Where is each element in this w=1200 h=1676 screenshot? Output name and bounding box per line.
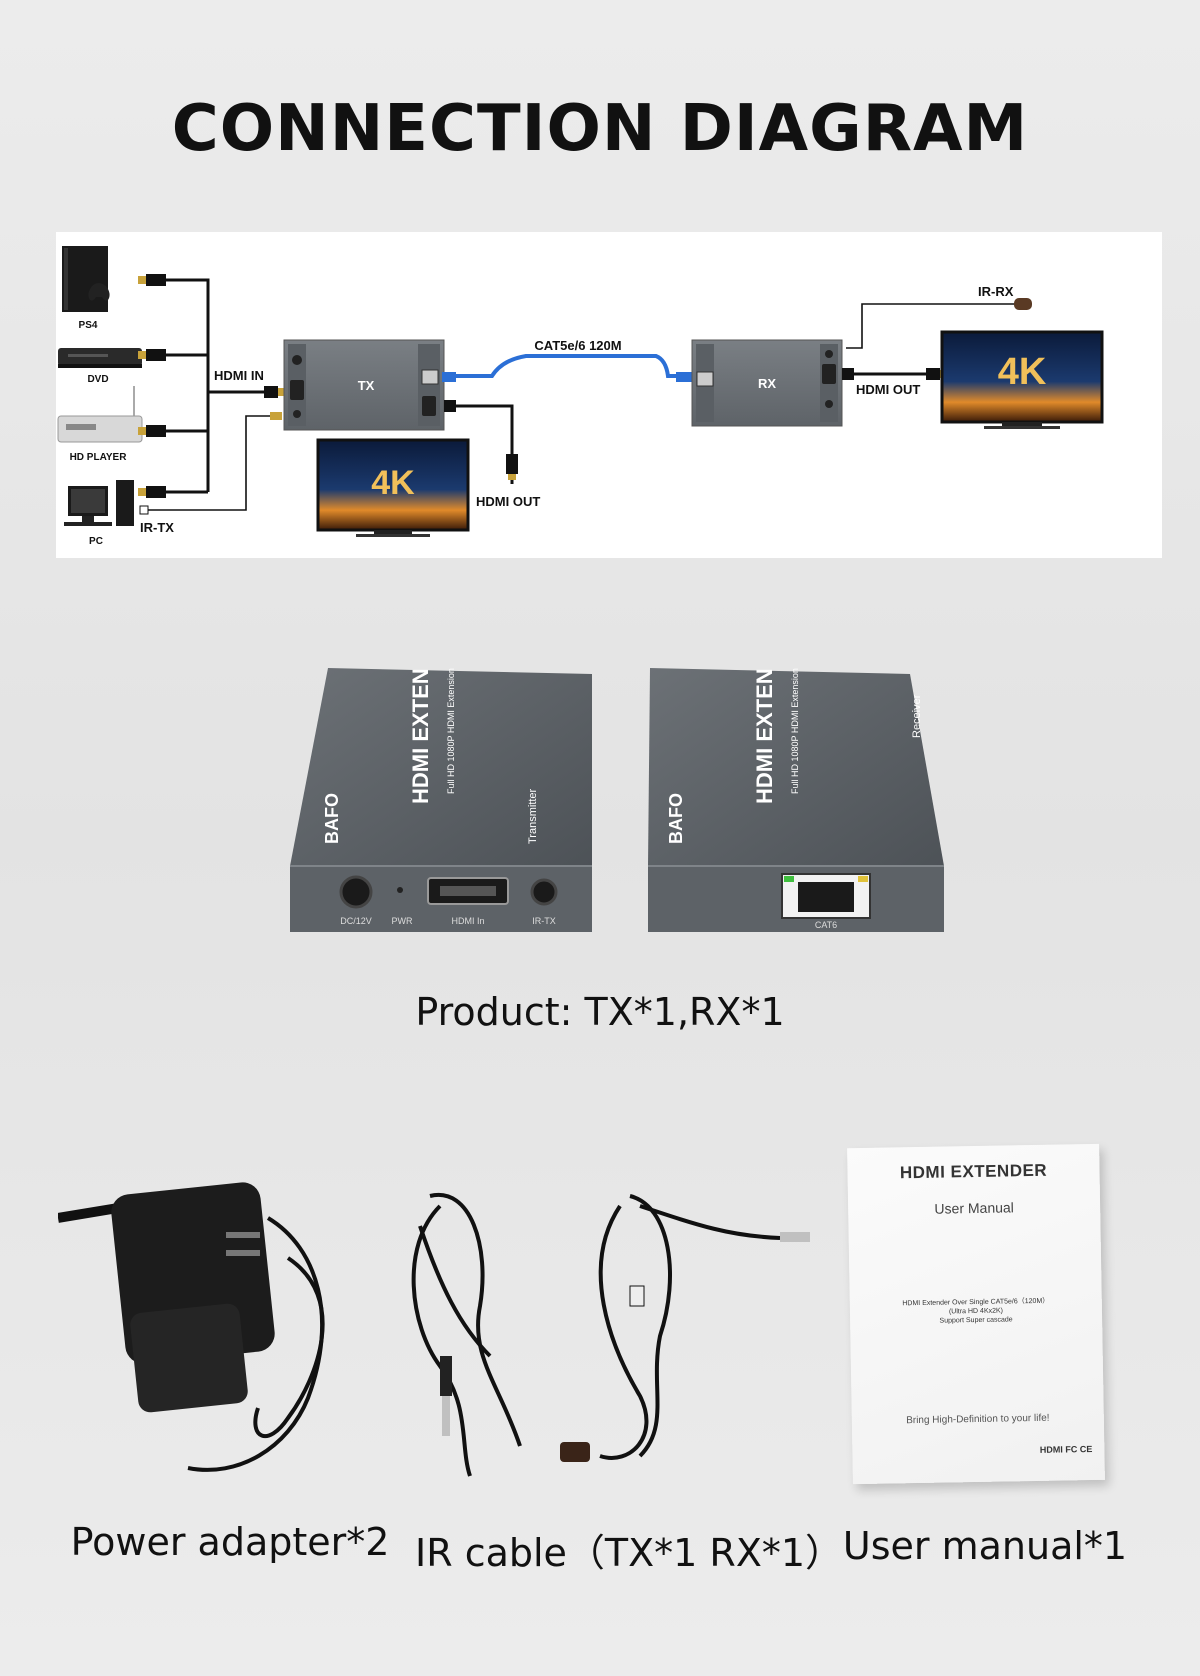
tx-port-label: PWR (392, 916, 413, 926)
ir-cables-image (400, 1186, 840, 1486)
manual-subtitle: User Manual (934, 1199, 1014, 1217)
user-manual-caption: User manual*1 (842, 1524, 1128, 1568)
source-hd-player: HD PLAYER (57, 386, 143, 463)
tx-role: Transmitter (527, 788, 539, 844)
rx-port-label: CAT6 (815, 920, 837, 930)
cable-label: CAT5e/6 120M (534, 338, 621, 353)
tv-badge: 4K (998, 351, 1047, 393)
dc-port-icon (339, 875, 373, 909)
manual-slogan: Bring High-Definition to your life! (906, 1412, 1050, 1427)
tx-model: HDMI EXTENDER 120M (408, 668, 433, 804)
cat-cable (452, 354, 692, 378)
rx-subtitle: Full HD 1080P HDMI Extension Over CAT6 (790, 668, 800, 794)
connection-diagram: PS4 DVD HD PLAYER PC (56, 232, 1162, 558)
power-adapter-caption: Power adapter*2 (70, 1520, 390, 1564)
ir-cable-caption: IR cable（TX*1 RX*1） (415, 1531, 844, 1575)
ir-receiver-head-icon (560, 1442, 590, 1462)
cat-plug-tx (442, 372, 456, 382)
ir-tx-label: IR-TX (140, 520, 174, 535)
rx-role: Receiver (911, 694, 923, 738)
manual-title: HDMI EXTENDER (899, 1160, 1048, 1183)
tx-brand: BAFO (322, 793, 342, 844)
ir-cable-tx (411, 1192, 522, 1477)
ir-receiver-icon (1014, 298, 1032, 310)
rx-unit: RX (691, 339, 843, 427)
ir-cable-rx (598, 1194, 781, 1460)
product-units: BAFO HDMI EXTENDER 120M Full HD 1080P HD… (290, 668, 950, 932)
rx-label: RX (758, 376, 776, 391)
tv-tx: 4K (316, 438, 470, 537)
ir-tx-wire (146, 415, 270, 511)
source-dvd: DVD (58, 348, 142, 385)
source-label: PC (89, 536, 103, 547)
tv-rx: 4K (940, 330, 1104, 429)
cat-plug-rx (676, 372, 692, 382)
hdmi-in-label: HDMI IN (214, 368, 264, 383)
tv-badge: 4K (371, 464, 415, 502)
manual-logos: HDMI FC CE (1039, 1443, 1093, 1455)
ps4-console-shape (62, 246, 108, 312)
page-title: CONNECTION DIAGRAM (171, 92, 1029, 166)
hdmi-out-rx-label: HDMI OUT (856, 382, 920, 397)
source-hdmi-plugs (138, 274, 166, 498)
source-pc: PC (64, 480, 134, 547)
source-label: PS4 (79, 320, 98, 331)
rx-model: HDMI EXTENDER 120M (752, 668, 777, 804)
pwr-led-icon (397, 887, 403, 893)
source-label: HD PLAYER (70, 452, 128, 463)
rx-brand: BAFO (666, 793, 686, 844)
tx-unit: TX (283, 339, 445, 431)
ir-port-icon (530, 878, 558, 906)
tx-port-label: HDMI In (451, 916, 484, 926)
rx-product: BAFO HDMI EXTENDER 120M Full HD 1080P HD… (648, 668, 944, 932)
ir-rx-label: IR-RX (978, 284, 1014, 299)
tx-subtitle: Full HD 1080P HDMI Extension Over CAT6 (446, 668, 456, 794)
tx-port-label: IR-TX (532, 916, 556, 926)
ir-rx-wire (846, 303, 1014, 349)
hdmi-out-tx-label: HDMI OUT (476, 494, 540, 509)
user-manual-image: HDMI EXTENDER User Manual HDMI Extender … (847, 1143, 1105, 1485)
source-ps4: PS4 (62, 246, 110, 331)
tx-label: TX (358, 378, 375, 393)
source-bus-wires (166, 278, 264, 494)
manual-description: HDMI Extender Over Single CAT5e/6（120M） … (860, 1296, 1092, 1327)
tx-port-label: DC/12V (340, 916, 372, 926)
product-caption: Product: TX*1,RX*1 (415, 990, 785, 1034)
game-console-icon (88, 283, 110, 301)
power-adapter-image (58, 1178, 358, 1498)
source-label: DVD (87, 374, 108, 385)
tx-product: BAFO HDMI EXTENDER 120M Full HD 1080P HD… (290, 668, 592, 932)
